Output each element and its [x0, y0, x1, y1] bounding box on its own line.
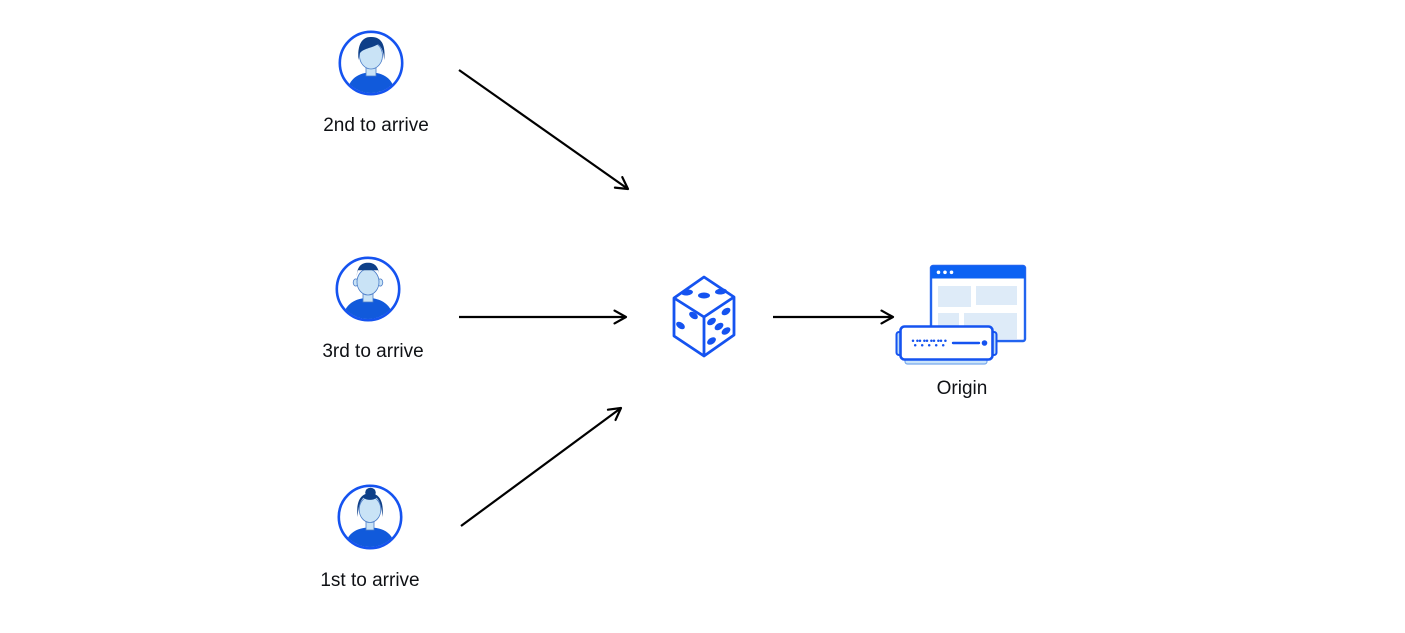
arrow-first-to-dice: [460, 406, 623, 527]
node-randomizer: [668, 270, 740, 362]
female-user-avatar-icon: [337, 484, 403, 550]
node-label-origin: Origin: [936, 378, 988, 399]
node-label-user-second: 2nd to arrive: [323, 115, 429, 136]
node-origin: [895, 262, 1029, 368]
male-user-avatar-icon: [338, 30, 404, 96]
male-user-avatar-icon: [335, 256, 401, 322]
node-label-user-third: 3rd to arrive: [322, 341, 424, 362]
dice-icon: [672, 275, 736, 358]
server-unit: [895, 325, 998, 365]
node-label-user-first: 1st to arrive: [320, 570, 420, 591]
origin-server-icon: [895, 264, 1027, 365]
browser-window: [929, 264, 1027, 343]
node-user-third: [335, 256, 401, 322]
node-user-second: [338, 30, 404, 96]
node-user-first: [337, 484, 403, 550]
arrow-second-to-dice: [458, 69, 630, 191]
